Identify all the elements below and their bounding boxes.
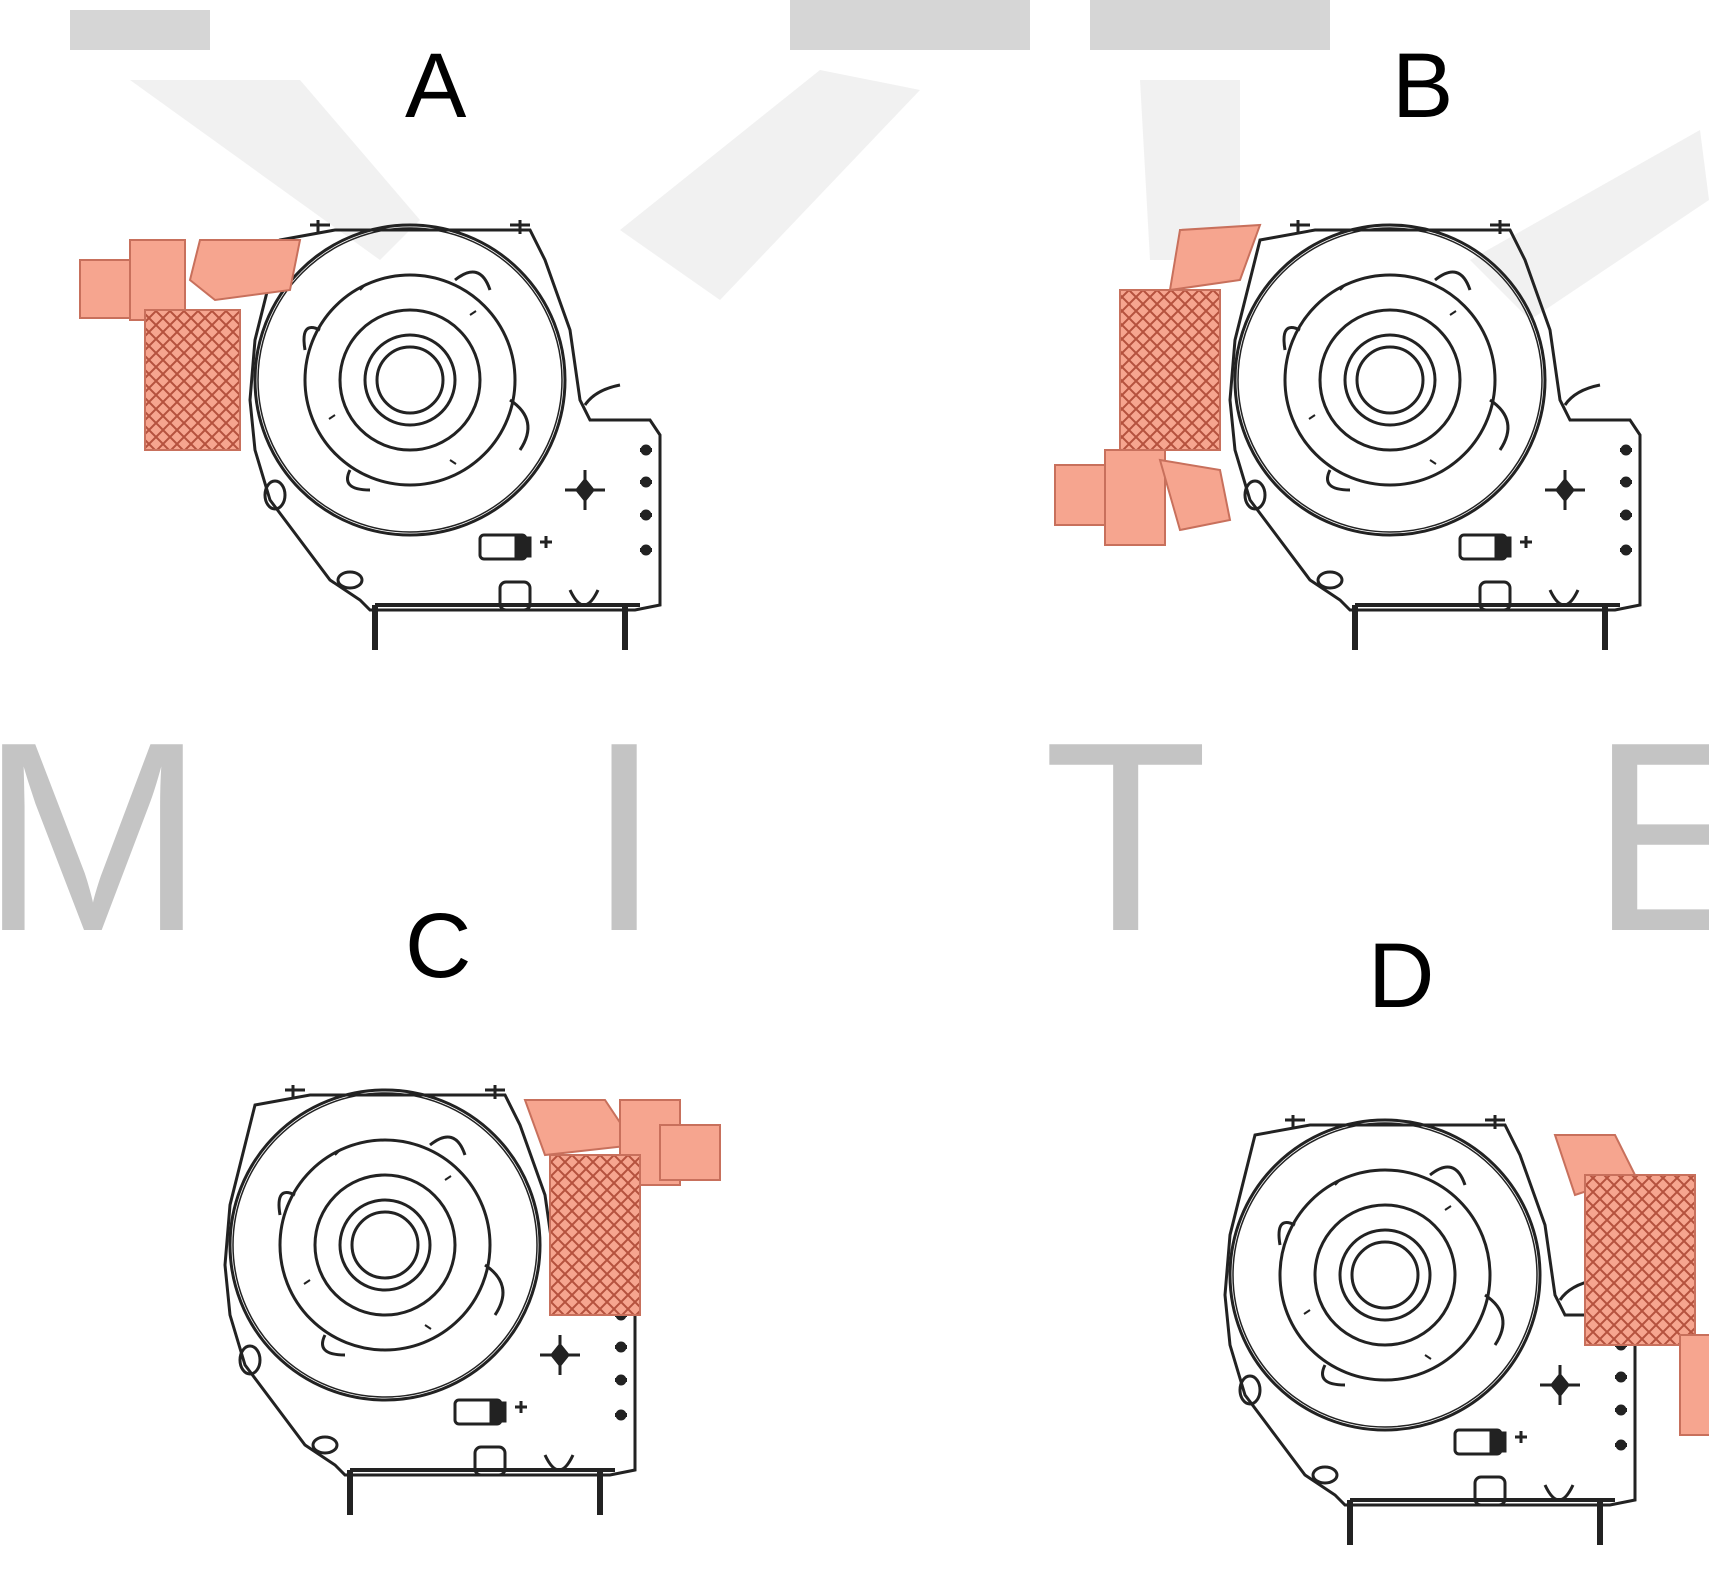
watermark-top-stroke-2 — [620, 70, 920, 300]
panel-c-diagram — [215, 1085, 721, 1565]
panel-label-d: D — [1368, 925, 1435, 1027]
panel-a-connector-plate — [188, 239, 302, 302]
watermark-top-stroke-3 — [1140, 80, 1240, 260]
panel-d-diagram — [1215, 1115, 1709, 1585]
panel-label-b: B — [1392, 35, 1454, 137]
panel-d-highlight — [1553, 1134, 1709, 1436]
panel-b-top-plate — [1168, 223, 1262, 292]
watermark-top-serif-right — [1090, 0, 1330, 50]
watermark-top-serif-mid — [790, 0, 1030, 50]
panel-c-mesh-panel — [549, 1154, 641, 1316]
panel-label-a: A — [405, 35, 467, 137]
panel-a-highlight — [79, 239, 302, 451]
watermark-top-stroke-1 — [130, 80, 420, 260]
panel-b-housing — [1230, 220, 1640, 650]
watermark-middle-letters: MITE — [0, 687, 1709, 988]
panel-label-c: C — [405, 895, 472, 997]
watermark-top-serif-left — [70, 10, 210, 50]
panel-a-mesh-panel — [144, 309, 241, 451]
panel-a-connector-block-2 — [129, 239, 186, 321]
panel-d-connector-block — [1679, 1334, 1709, 1436]
panel-b-highlight — [1054, 223, 1262, 546]
panel-c-top-plate — [523, 1099, 637, 1157]
panel-c-connector-block-2 — [659, 1124, 721, 1181]
panel-b-diagram — [1054, 220, 1700, 700]
panel-b-connector-plate — [1158, 458, 1232, 532]
watermark-middle-text: MITE — [0, 687, 1709, 988]
panel-d-mesh-panel — [1584, 1174, 1696, 1346]
panel-a-housing — [250, 220, 660, 650]
panel-b-connector-block-2 — [1104, 449, 1166, 546]
panel-b-mesh-panel — [1119, 289, 1221, 451]
panel-c-highlight — [523, 1099, 721, 1316]
panel-a-diagram — [79, 220, 720, 700]
